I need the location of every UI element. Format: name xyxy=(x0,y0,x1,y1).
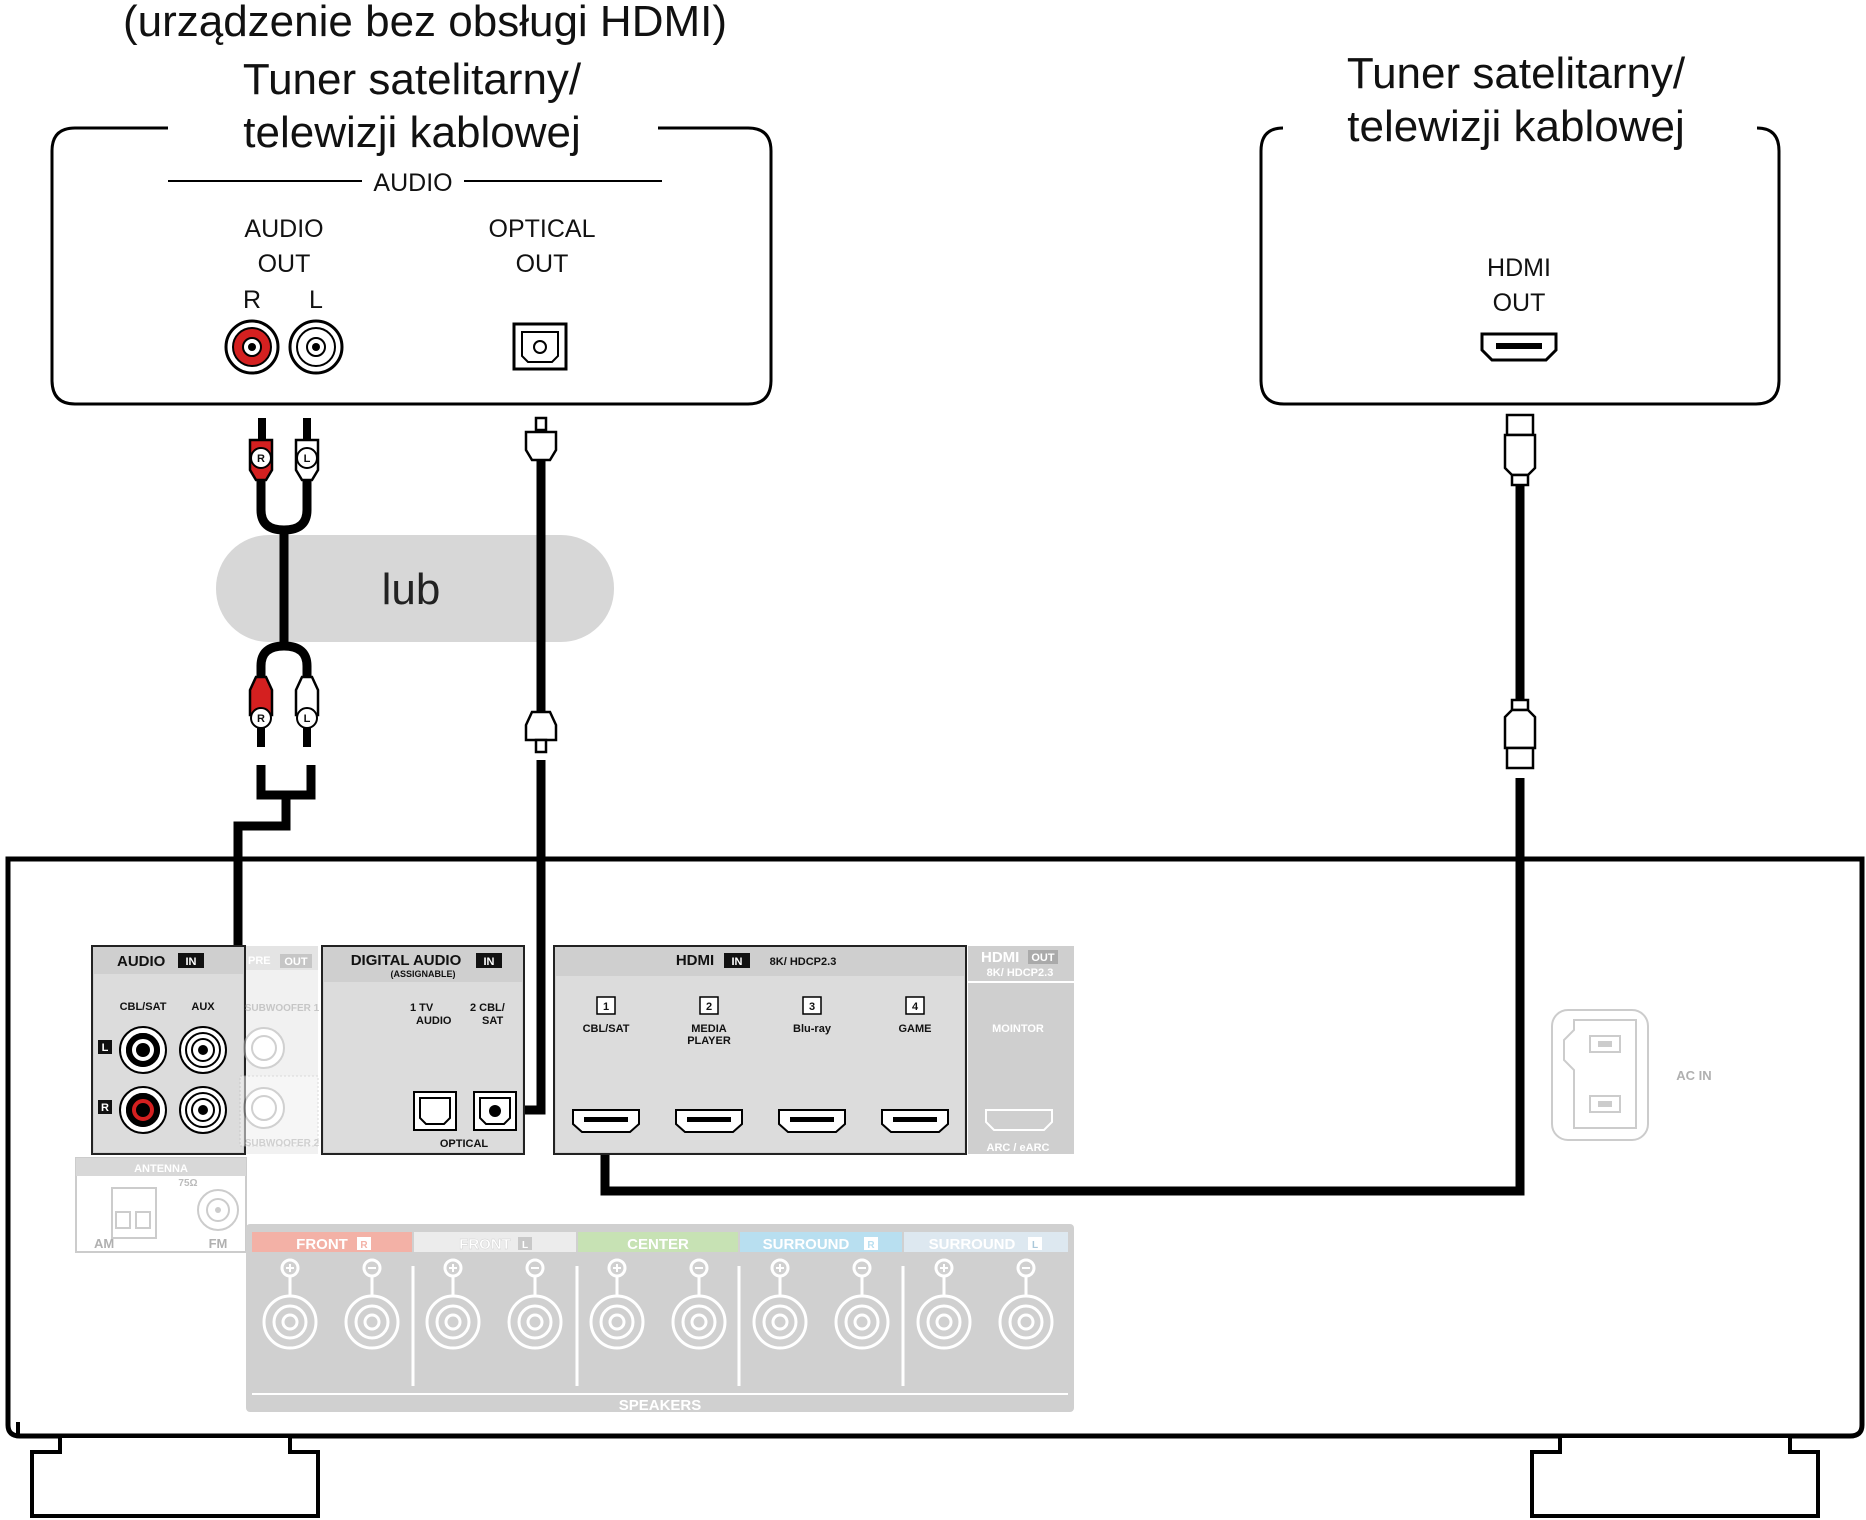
hdmi-input-4-label: GAME xyxy=(899,1023,932,1035)
optical-out-label-2: OUT xyxy=(516,250,569,278)
cbl-sat-jack-label: CBL/SAT xyxy=(120,1001,167,1013)
optical-1b-label: AUDIO xyxy=(416,1015,452,1027)
antenna-panel: ANTENNA 75Ω AM FM xyxy=(75,1157,247,1253)
svg-text:R: R xyxy=(867,1240,875,1251)
hdmi-input-3: 3 Blu-ray xyxy=(778,996,846,1133)
speakers-panel: FRONT R FRONT L CENTER SURROUND R SURROU… xyxy=(246,1224,1074,1414)
right-device-box xyxy=(1259,126,1781,406)
hdmi-input-2: 2 MEDIA PLAYER xyxy=(675,996,743,1133)
audio-in-label: AUDIO xyxy=(117,953,166,970)
or-pill: lub xyxy=(216,535,614,642)
optical-in-1-jack xyxy=(413,1091,457,1131)
hdmi-in-badge: IN xyxy=(732,956,743,968)
optical-out-label-1: OPTICAL xyxy=(489,215,596,243)
hdmi-input-3-label: Blu-ray xyxy=(793,1023,832,1035)
pre-out-badge: OUT xyxy=(284,956,308,968)
hdmi-input-1: 1 CBL/SAT xyxy=(572,996,640,1133)
ch-l-label: L xyxy=(102,1042,109,1054)
speakers-label: SPEAKERS xyxy=(619,1397,702,1414)
left-device-box xyxy=(50,126,773,406)
right-device-title-1: Tuner satelitarny/ xyxy=(1347,49,1686,98)
left-device: (urządzenie bez obsługi HDMI) Tuner sate… xyxy=(50,0,773,406)
assignable-label: (ASSIGNABLE) xyxy=(391,969,456,979)
or-label: lub xyxy=(382,565,441,614)
audio-in-badge: IN xyxy=(186,956,197,968)
digital-audio-badge: IN xyxy=(484,956,495,968)
speaker-surround-l: SURROUND xyxy=(929,1236,1016,1253)
receiver: AUDIO IN CBL/SAT AUX L R xyxy=(5,856,1865,1518)
audio-out-label-2: OUT xyxy=(258,250,311,278)
subwoofer2-label: SUBWOOFER 2 xyxy=(245,1138,320,1149)
r-label: R xyxy=(243,286,261,314)
subwoofer1-label: SUBWOOFER 1 xyxy=(245,1003,320,1014)
rca-cable-bottom: R L xyxy=(248,641,320,747)
right-device: Tuner satelitarny/ telewizji kablowej HD… xyxy=(1259,49,1781,406)
optical-2-label: 2 CBL/ xyxy=(470,1002,505,1014)
ohm-label: 75Ω xyxy=(178,1178,197,1189)
aux-r-jack xyxy=(179,1086,227,1134)
hdmi-in-label: HDMI xyxy=(676,952,714,969)
speaker-surround-r: SURROUND xyxy=(763,1236,850,1253)
plug-l-label-bottom: L xyxy=(304,713,311,725)
digital-audio-label: DIGITAL AUDIO xyxy=(351,952,462,969)
speaker-front-r: FRONT xyxy=(296,1236,348,1253)
hdmi-out-jack xyxy=(1480,332,1558,362)
arc-label: ARC / eARC xyxy=(987,1142,1050,1154)
fm-label: FM xyxy=(209,1236,228,1251)
ac-in-label: AC IN xyxy=(1676,1068,1711,1083)
ch-r-label: R xyxy=(101,1102,109,1114)
optical-jack xyxy=(512,322,568,371)
optical-panel-label: OPTICAL xyxy=(440,1138,489,1150)
hdmi-cable xyxy=(600,413,1537,1196)
svg-text:L: L xyxy=(522,1240,528,1251)
left-device-note: (urządzenie bez obsługi HDMI) xyxy=(123,0,727,46)
left-device-title-2: telewizji kablowej xyxy=(243,108,580,157)
hdmi-input-2-label: MEDIA xyxy=(691,1023,727,1035)
monitor-label: MOINTOR xyxy=(992,1023,1044,1035)
audio-section-label: AUDIO xyxy=(373,169,452,197)
rca-jack-l xyxy=(288,319,344,375)
svg-text:2: 2 xyxy=(706,1001,712,1013)
hdmi-in-spec: 8K/ HDCP2.3 xyxy=(770,956,837,968)
pre-out-panel: PRE OUT SUBWOOFER 1 SUBWOOFER 2 xyxy=(239,946,320,1154)
speaker-front-l: FRONT xyxy=(459,1236,511,1253)
ac-in-socket: AC IN xyxy=(1551,1009,1712,1141)
hdmi-input-1-label: CBL/SAT xyxy=(583,1023,630,1035)
hdmi-out-label-2: OUT xyxy=(1493,289,1546,317)
l-label: L xyxy=(309,286,323,314)
svg-text:1: 1 xyxy=(603,1001,609,1013)
svg-text:R: R xyxy=(360,1240,368,1251)
plug-r-label-top: R xyxy=(257,453,265,465)
speaker-center: CENTER xyxy=(627,1236,689,1253)
hdmi-out-panel-label: HDMI xyxy=(981,949,1019,966)
plug-r-label-bottom: R xyxy=(257,713,265,725)
left-device-title-1: Tuner satelitarny/ xyxy=(243,55,582,104)
audio-out-label-1: AUDIO xyxy=(244,215,323,243)
hdmi-out-label-1: HDMI xyxy=(1487,254,1551,282)
am-label: AM xyxy=(94,1236,114,1251)
antenna-label: ANTENNA xyxy=(134,1163,188,1175)
aux-jack-label: AUX xyxy=(191,1001,215,1013)
optical-2b-label: SAT xyxy=(482,1015,503,1027)
rca-cable-top: R L xyxy=(248,418,320,650)
rca-jack-r xyxy=(224,319,280,375)
svg-text:4: 4 xyxy=(912,1001,919,1013)
hdmi-out-panel: HDMI OUT 8K/ HDCP2.3 MOINTOR ARC / eARC xyxy=(968,946,1074,1154)
aux-l-jack xyxy=(179,1026,227,1074)
svg-text:L: L xyxy=(1032,1240,1038,1251)
optical-in-2-jack xyxy=(473,1091,517,1131)
hdmi-input-2-label2: PLAYER xyxy=(687,1035,731,1047)
hdmi-out-panel-spec: 8K/ HDCP2.3 xyxy=(987,967,1054,979)
optical-cable xyxy=(498,416,558,1115)
rca-wire-join xyxy=(256,765,316,800)
right-device-title-2: telewizji kablowej xyxy=(1347,102,1684,151)
pre-out-label: PRE xyxy=(248,955,271,967)
svg-text:3: 3 xyxy=(809,1001,815,1013)
plug-l-label-top: L xyxy=(304,453,311,465)
hdmi-out-panel-badge: OUT xyxy=(1031,952,1055,964)
hdmi-input-4: 4 GAME xyxy=(881,996,949,1133)
optical-1-label: 1 TV xyxy=(410,1002,434,1014)
